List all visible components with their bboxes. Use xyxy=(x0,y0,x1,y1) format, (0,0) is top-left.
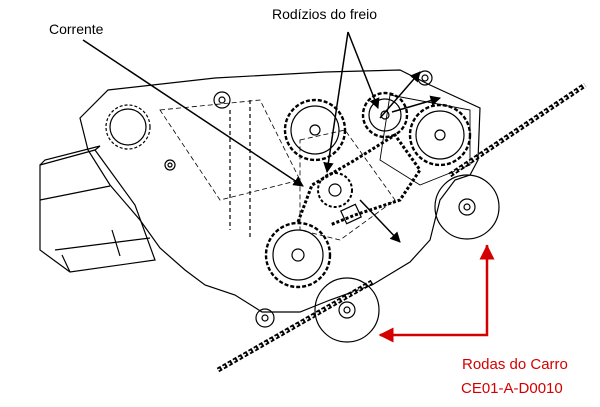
direction-arrow-right xyxy=(391,95,442,113)
carriage-wheel-lower xyxy=(314,277,380,343)
brake-sprocket-left xyxy=(283,98,347,162)
brake-sprocket-middle xyxy=(317,172,353,208)
direction-arrow-down xyxy=(359,199,401,243)
brake-arrow-left xyxy=(323,31,349,174)
carriage-wheel-upper xyxy=(434,174,500,240)
motor-housing xyxy=(39,149,156,273)
direction-arrow-up xyxy=(379,71,421,119)
top-idler xyxy=(213,91,231,109)
carriage-wheels-label: Rodas do Carro xyxy=(462,356,568,373)
brake-sprocket-top xyxy=(361,91,409,139)
chain-label: Corrente xyxy=(49,21,104,37)
diagram-code: CE01-A-D0010 xyxy=(461,380,563,397)
motor-housing-front xyxy=(39,145,101,166)
brake-arrow-right xyxy=(347,31,380,109)
rail-idler-lower xyxy=(255,308,275,328)
brake-sprocket-right xyxy=(408,103,472,167)
brake-rollers-label: Rodízios do freio xyxy=(272,6,378,22)
inner-chain xyxy=(296,132,422,227)
external-chain xyxy=(216,82,587,373)
frame-plate xyxy=(79,69,481,313)
main-hub xyxy=(109,108,147,146)
chain-arrow xyxy=(82,39,304,187)
drive-sprocket-lower xyxy=(264,221,332,289)
wheels-callout-line xyxy=(378,245,489,343)
tension-block xyxy=(339,203,363,225)
